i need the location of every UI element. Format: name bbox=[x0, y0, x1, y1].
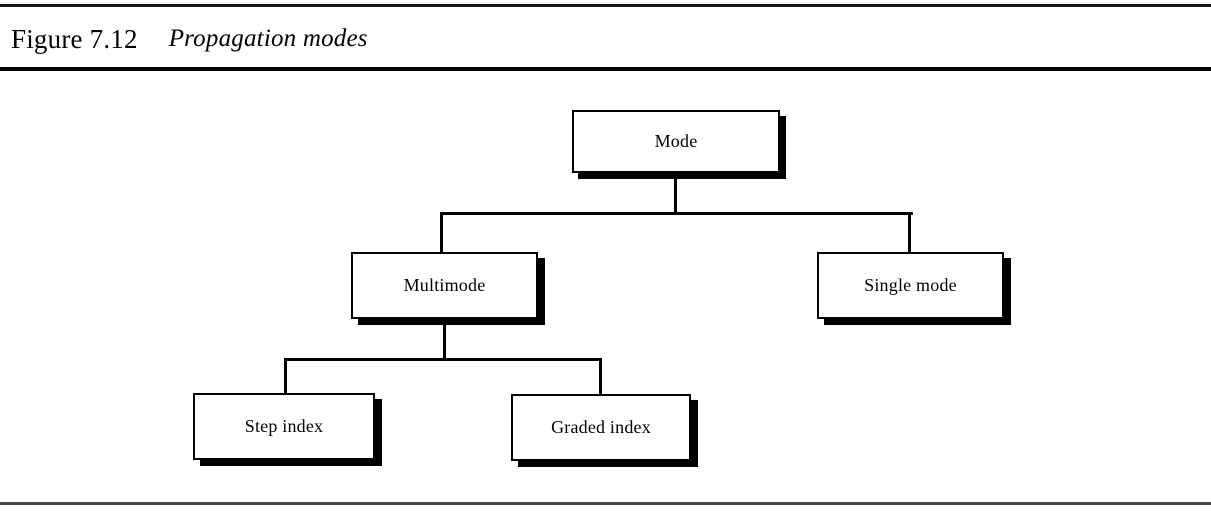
figure-caption-title: Propagation modes bbox=[168, 25, 368, 52]
node-step-index-label: Step index bbox=[244, 416, 324, 436]
figure-bottom-rule bbox=[0, 502, 1211, 505]
node-graded-index[interactable]: Graded index bbox=[511, 394, 691, 461]
connector-level2-bus bbox=[284, 358, 602, 361]
connector-bus-to-graded-index bbox=[599, 358, 602, 396]
connector-multimode-stem bbox=[443, 317, 446, 361]
node-multimode[interactable]: Multimode bbox=[351, 252, 538, 319]
connector-bus-to-multimode bbox=[440, 212, 443, 254]
connector-bus-to-single-mode bbox=[908, 212, 911, 254]
node-step-index[interactable]: Step index bbox=[193, 393, 375, 460]
node-mode-label: Mode bbox=[654, 131, 698, 151]
node-multimode-label: Multimode bbox=[403, 275, 486, 295]
node-mode[interactable]: Mode bbox=[572, 110, 780, 173]
figure-caption-rule bbox=[0, 67, 1211, 71]
connector-bus-to-step-index bbox=[284, 358, 287, 395]
node-single-mode-label: Single mode bbox=[864, 275, 957, 295]
figure-caption: Figure 7.12 Propagation modes bbox=[11, 19, 368, 59]
figure-top-rule bbox=[0, 4, 1211, 7]
connector-level1-bus bbox=[440, 212, 913, 215]
connector-mode-stem bbox=[674, 171, 677, 215]
figure-caption-label: Figure 7.12 bbox=[11, 23, 138, 54]
node-graded-index-label: Graded index bbox=[551, 417, 651, 437]
node-single-mode[interactable]: Single mode bbox=[817, 252, 1004, 319]
